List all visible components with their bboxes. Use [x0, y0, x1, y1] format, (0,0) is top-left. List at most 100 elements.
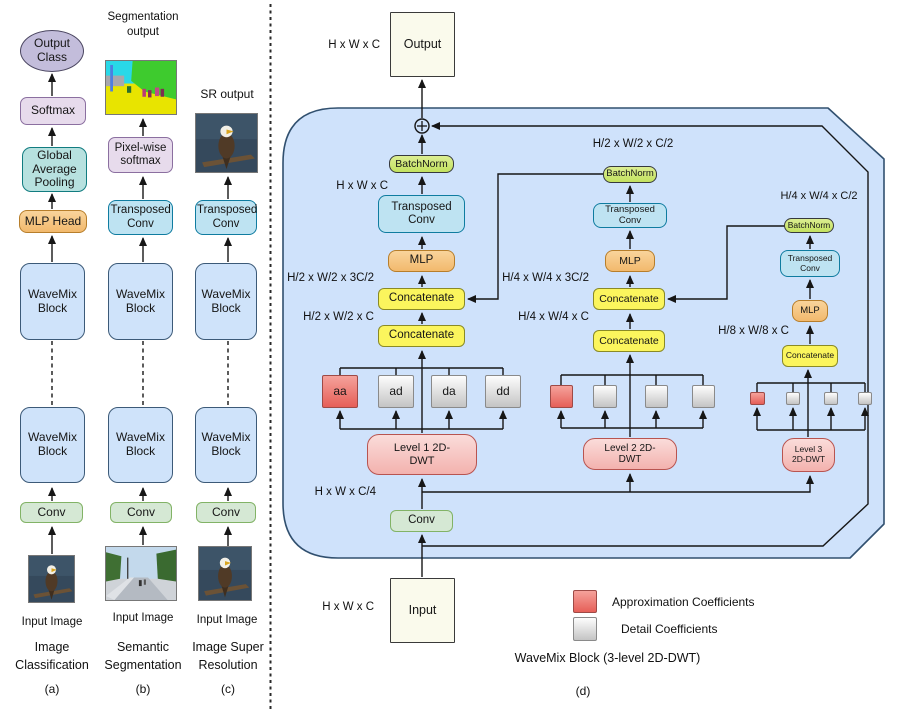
dim-text: H x W x C: [328, 39, 380, 51]
panel-tag-d: (d): [568, 684, 598, 698]
dim-l2-concat-upper: H/4 x W/4 x 3C/2: [502, 270, 589, 286]
legend-text: Detail Coefficients: [621, 622, 718, 636]
input-node: Input: [390, 578, 455, 643]
dim-tconv1-out: H x W x C: [336, 178, 388, 194]
coeff-detail-node-l2: [593, 385, 617, 408]
tag-text: (a): [44, 682, 60, 696]
transposed-conv-node-l2: Transposed Conv: [593, 203, 667, 228]
coeff-detail-node-l2: [645, 385, 668, 408]
coeff-detail-node-l3: [824, 392, 838, 405]
wavemix-label: WaveMix Block: [116, 286, 165, 315]
wavemix-block-node: WaveMix Block: [195, 263, 257, 340]
pixelwise-softmax-node: Pixel-wise softmax: [108, 137, 173, 173]
batchnorm-node-l2: BatchNorm: [603, 166, 657, 183]
dim-l1-concat-upper: H/2 x W/2 x 3C/2: [287, 270, 374, 286]
street-graphic: [106, 547, 176, 600]
dim-text: H x W x C/4: [314, 486, 376, 498]
panel-tag-c: (c): [213, 682, 243, 696]
transposed-conv-label: Transposed Conv: [787, 252, 833, 273]
mlp-label: MLP: [800, 304, 820, 316]
dim-text: H/8 x W/8 x C: [718, 325, 789, 337]
dwt-label: Level 3 2D-DWT: [791, 444, 826, 464]
dim-text: H/2 x W/2 x C/2: [592, 138, 674, 150]
segmentation-output-image: [105, 60, 177, 115]
mlp-head-label: MLP Head: [24, 213, 82, 228]
task-text: Semantic Segmentation: [104, 640, 182, 672]
panel-tag-b: (b): [128, 682, 158, 696]
dim-text: H x W x C: [336, 180, 388, 192]
caption-text: Segmentation output: [107, 11, 179, 38]
task-label-classification: Image Classification: [7, 639, 97, 674]
wavemix-label: WaveMix Block: [201, 286, 251, 315]
task-text: Image Classification: [15, 640, 89, 672]
eagle-graphic: [199, 547, 251, 600]
input-image-caption: Input Image: [192, 614, 262, 626]
task-text: Image Super Resolution: [192, 640, 264, 672]
dim-conv-out: H x W x C/4: [315, 484, 376, 500]
coeff-label: ad: [389, 383, 403, 398]
mlp-node-l1: MLP: [388, 250, 455, 272]
softmax-label: Softmax: [30, 103, 75, 118]
dim-input: H x W x C: [322, 599, 374, 615]
wavemix-label: WaveMix Block: [28, 286, 77, 315]
transposed-conv-label: Transposed Conv: [110, 204, 171, 230]
level2-dwt-node: Level 2 2D-DWT: [583, 438, 677, 470]
caption-text: Input Image: [21, 616, 83, 628]
wavemix-block-node: WaveMix Block: [195, 407, 257, 483]
wires-level2: [467, 173, 707, 437]
dim-text: H/2 x W/2 x C: [303, 311, 374, 323]
output-class-label: Output Class: [33, 36, 71, 64]
batchnorm-node-l1: BatchNorm: [389, 155, 454, 173]
concatenate-label: Concatenate: [388, 292, 455, 305]
input-label: Input: [408, 603, 437, 618]
conv-node: Conv: [196, 502, 256, 523]
wires-level1: [336, 79, 507, 577]
transposed-conv-node: Transposed Conv: [108, 200, 173, 235]
coeff-label: dd: [496, 383, 510, 398]
mlp-label: MLP: [619, 254, 641, 267]
output-node: Output: [390, 12, 455, 77]
batchnorm-node-l3: BatchNorm: [784, 218, 834, 233]
dim-l2-concat-lower: H/4 x W/4 x C: [518, 309, 589, 325]
transposed-conv-label: Transposed Conv: [605, 203, 655, 226]
input-image-caption: Input Image: [17, 616, 87, 628]
dwt-label: Level 2 2D-DWT: [604, 442, 656, 466]
dwt-label: Level 1 2D-DWT: [393, 441, 451, 467]
dim-text: H/2 x W/2 x 3C/2: [287, 272, 374, 284]
wavemix-block-node: WaveMix Block: [108, 263, 173, 340]
global-average-pooling-node: Global Average Pooling: [22, 147, 87, 192]
wavemix-block-node: WaveMix Block: [20, 407, 85, 483]
dim-output: H x W x C: [328, 37, 380, 53]
dim-l2-out: H/2 x W/2 x C/2: [583, 136, 683, 152]
legend-approximation-label: Approximation Coefficients: [612, 594, 755, 610]
coeff-detail-node-l3: [786, 392, 800, 405]
caption-text: WaveMix Block (3-level 2D-DWT): [514, 651, 701, 665]
tag-text: (b): [135, 682, 151, 696]
conv-node-d: Conv: [390, 510, 453, 532]
conv-node: Conv: [20, 502, 83, 523]
dim-text: H/4 x W/4 x C: [518, 311, 589, 323]
transposed-conv-node: Transposed Conv: [195, 200, 257, 235]
coeff-dd-node: dd: [485, 375, 521, 408]
concatenate-label: Concatenate: [388, 329, 455, 342]
input-image-street: [105, 546, 177, 601]
transposed-conv-label: Transposed Conv: [391, 200, 452, 226]
wavemix-label: WaveMix Block: [201, 430, 251, 458]
mlp-node-l3: MLP: [792, 300, 828, 322]
concatenate-node-l1-upper: Concatenate: [378, 288, 465, 310]
coeff-approx-node-l2: [550, 385, 573, 408]
softmax-node: Softmax: [20, 97, 86, 125]
batchnorm-label: BatchNorm: [606, 168, 654, 180]
caption-text: SR output: [200, 87, 254, 101]
wires-skip-connections: [422, 122, 869, 547]
dim-l3-out: H/4 x W/4 x C/2: [763, 188, 875, 204]
tag-text: (d): [575, 684, 591, 698]
legend-approximation-swatch: [573, 590, 597, 613]
caption-text: Input Image: [196, 614, 258, 626]
level3-dwt-node: Level 3 2D-DWT: [782, 438, 835, 472]
level1-dwt-node: Level 1 2D-DWT: [367, 434, 477, 475]
mlp-node-l2: MLP: [605, 250, 655, 272]
concatenate-node-l2-upper: Concatenate: [593, 288, 665, 310]
coeff-ad-node: ad: [378, 375, 414, 408]
